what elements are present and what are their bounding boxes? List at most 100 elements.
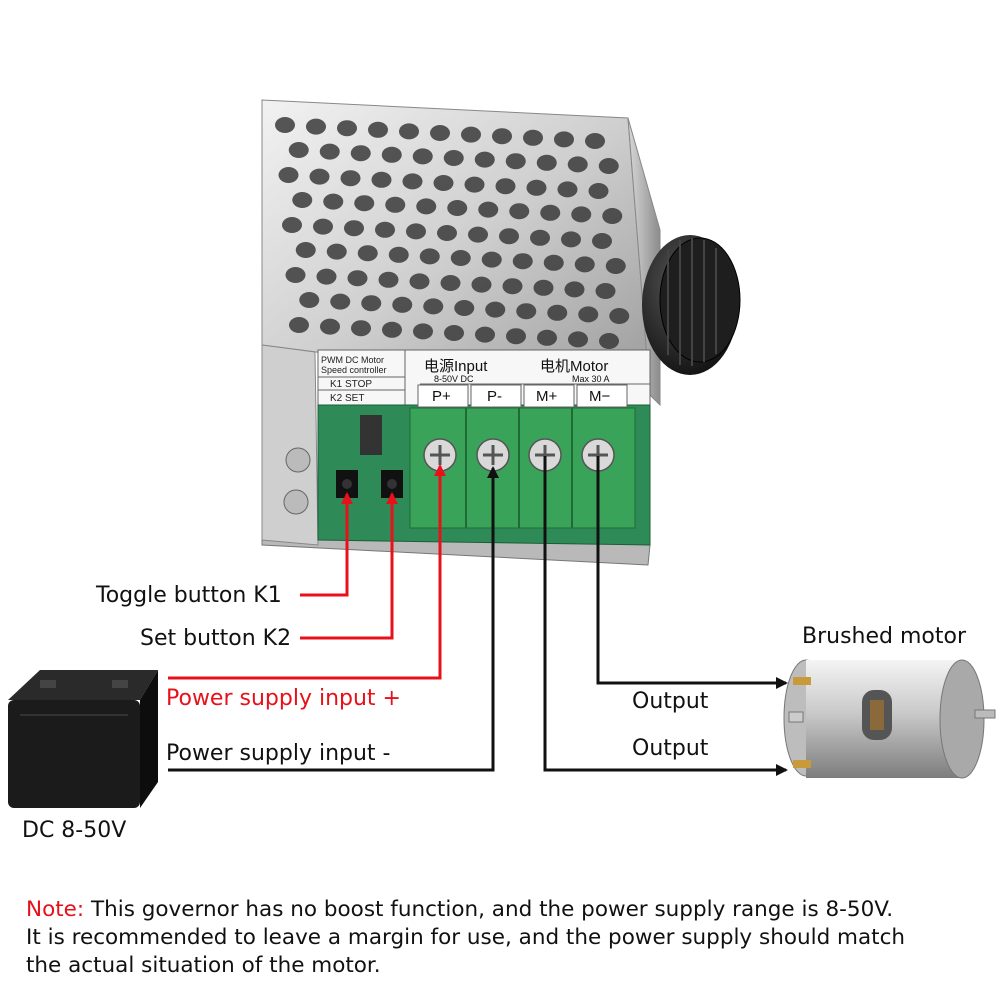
note-line-2: It is recommended to leave a margin for … bbox=[26, 925, 906, 950]
vent-hole bbox=[450, 250, 471, 266]
vent-hole bbox=[368, 121, 388, 138]
vent-hole bbox=[502, 278, 523, 295]
vent-hole bbox=[289, 317, 309, 333]
vent-hole bbox=[330, 293, 351, 310]
vent-hole bbox=[285, 267, 306, 283]
power-supply-plus-label: Power supply input + bbox=[166, 686, 401, 711]
note-lead: Note: bbox=[26, 897, 85, 922]
vent-hole bbox=[516, 303, 537, 320]
speed-controller: PWM DC Motor Speed controller K1 STOP K2… bbox=[261, 99, 741, 566]
vent-hole bbox=[378, 271, 399, 288]
vent-hole bbox=[375, 221, 395, 238]
input-heading: 电源Input bbox=[424, 358, 488, 375]
vent-hole bbox=[471, 276, 492, 293]
vent-hole bbox=[567, 156, 588, 173]
vent-hole bbox=[547, 304, 568, 321]
note-paragraph: Note: This governor has no boost functio… bbox=[26, 896, 986, 980]
vent-hole bbox=[481, 251, 502, 268]
terminal-p-minus: P- bbox=[487, 388, 502, 405]
vent-hole bbox=[595, 283, 616, 299]
vent-hole bbox=[564, 281, 585, 298]
toggle-button-k1-label: Toggle button K1 bbox=[96, 583, 282, 608]
vent-hole bbox=[440, 275, 461, 291]
vent-hole bbox=[599, 333, 619, 349]
vent-hole bbox=[413, 323, 433, 340]
vent-hole bbox=[543, 254, 564, 271]
k2-panel-label: K2 SET bbox=[330, 393, 364, 404]
vent-hole bbox=[444, 325, 464, 341]
vent-hole bbox=[468, 226, 488, 243]
vent-hole bbox=[433, 175, 454, 191]
vent-hole bbox=[313, 218, 333, 235]
vent-hole bbox=[392, 296, 413, 313]
vent-hole bbox=[533, 279, 554, 296]
vent-hole bbox=[585, 133, 605, 149]
vent-hole bbox=[382, 321, 402, 338]
vent-hole bbox=[523, 129, 543, 146]
speed-knob bbox=[642, 235, 741, 375]
motor-max: Max 30 A bbox=[572, 374, 610, 384]
vent-hole bbox=[299, 292, 320, 308]
vent-hole bbox=[492, 128, 512, 145]
vent-hole bbox=[412, 148, 433, 165]
vent-hole bbox=[571, 206, 592, 223]
vent-hole bbox=[598, 158, 619, 174]
vent-hole bbox=[437, 225, 457, 241]
vent-hole bbox=[340, 170, 361, 187]
vent-hole bbox=[578, 306, 599, 323]
vent-hole bbox=[402, 173, 423, 190]
vent-hole bbox=[499, 228, 519, 245]
vent-hole bbox=[399, 123, 419, 140]
vent-hole bbox=[316, 268, 337, 285]
vent-hole bbox=[320, 318, 340, 335]
vent-hole bbox=[278, 167, 299, 183]
vent-hole bbox=[319, 143, 340, 160]
vent-hole bbox=[306, 118, 326, 135]
battery-voltage-label: DC 8-50V bbox=[22, 818, 127, 843]
vent-hole bbox=[454, 300, 475, 316]
vent-hole bbox=[475, 326, 495, 343]
note-line-1: This governor has no boost function, and… bbox=[84, 897, 894, 922]
vent-hole bbox=[443, 150, 464, 166]
brushed-motor-icon bbox=[783, 659, 996, 779]
vent-hole bbox=[354, 195, 375, 212]
vent-hole bbox=[557, 181, 578, 198]
vent-hole bbox=[505, 153, 526, 170]
vent-hole bbox=[574, 256, 595, 273]
wire-power-minus bbox=[168, 466, 499, 772]
wire-power-plus bbox=[168, 464, 446, 680]
wire-k2 bbox=[300, 492, 398, 640]
vent-hole bbox=[430, 125, 450, 141]
vent-hole bbox=[388, 246, 409, 263]
vent-hole bbox=[478, 201, 499, 218]
output-label-1: Output bbox=[632, 689, 709, 714]
k1-panel-label: K1 STOP bbox=[330, 379, 372, 390]
power-supply-minus-label: Power supply input - bbox=[166, 741, 391, 766]
vent-hole bbox=[602, 208, 623, 224]
vent-hole bbox=[323, 193, 344, 210]
vent-hole bbox=[326, 243, 347, 260]
vent-hole bbox=[275, 117, 295, 133]
vent-hole bbox=[512, 253, 533, 270]
vent-hole bbox=[526, 179, 547, 196]
vent-hole bbox=[554, 131, 574, 148]
vent-hole bbox=[361, 295, 382, 312]
vent-hole bbox=[350, 145, 371, 162]
vent-hole bbox=[605, 258, 626, 274]
vent-hole bbox=[464, 176, 485, 193]
note-line-3: the actual situation of the motor. bbox=[26, 953, 381, 978]
wire-output-1 bbox=[596, 456, 788, 689]
vent-hole bbox=[536, 154, 557, 171]
input-range: 8-50V DC bbox=[434, 374, 474, 384]
vent-hole bbox=[371, 171, 392, 188]
vent-hole bbox=[416, 198, 437, 215]
motor-heading: 电机Motor bbox=[540, 358, 608, 375]
cover-vent-holes bbox=[275, 117, 630, 349]
vent-hole bbox=[530, 229, 550, 246]
wire-k1 bbox=[300, 492, 353, 597]
wire-output-2 bbox=[543, 456, 788, 776]
vent-hole bbox=[357, 245, 378, 262]
terminal-p-plus: P+ bbox=[432, 388, 451, 405]
panel-title-line1: PWM DC Motor bbox=[321, 355, 384, 365]
